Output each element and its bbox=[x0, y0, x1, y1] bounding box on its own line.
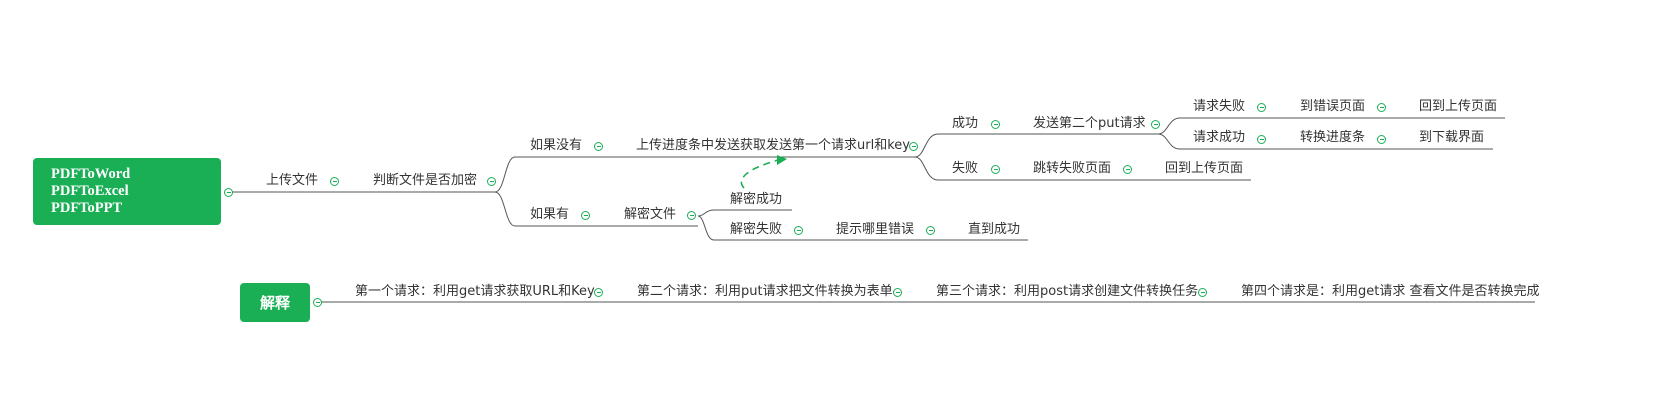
collapse-explain-3-icon[interactable] bbox=[1198, 288, 1207, 297]
node-fail[interactable]: 失败 bbox=[952, 161, 979, 176]
node-decrypt-file[interactable]: 解密文件 bbox=[624, 207, 677, 222]
collapse-request-failed-icon[interactable] bbox=[1257, 103, 1266, 112]
explain-item-1[interactable]: 第一个请求：利用get请求获取URL和Key bbox=[355, 284, 595, 299]
collapse-if-yes-icon[interactable] bbox=[581, 211, 590, 220]
collapse-decrypt-failed-icon[interactable] bbox=[794, 226, 803, 235]
collapse-jump-fail-icon[interactable] bbox=[1123, 165, 1132, 174]
collapse-show-error-icon[interactable] bbox=[926, 226, 935, 235]
node-request-success[interactable]: 请求成功 bbox=[1193, 130, 1246, 145]
node-send-put[interactable]: 发送第二个put请求 bbox=[1033, 116, 1146, 131]
explain-item-2[interactable]: 第二个请求：利用put请求把文件转换为表单 bbox=[637, 284, 893, 299]
collapse-request-success-icon[interactable] bbox=[1257, 135, 1266, 144]
node-success[interactable]: 成功 bbox=[952, 116, 979, 131]
relation-arrowhead bbox=[777, 155, 787, 165]
collapse-explain-icon[interactable] bbox=[313, 298, 322, 307]
node-show-error[interactable]: 提示哪里错误 bbox=[836, 222, 915, 237]
root-line-3: PDFToPPT bbox=[51, 200, 123, 216]
node-check-encrypted[interactable]: 判断文件是否加密 bbox=[373, 173, 478, 188]
collapse-send-put-icon[interactable] bbox=[1151, 120, 1160, 129]
node-progress-send[interactable]: 上传进度条中发送获取发送第一个请求url和key bbox=[636, 138, 910, 153]
collapse-progress-icon[interactable] bbox=[909, 142, 918, 151]
node-convert-progress[interactable]: 转换进度条 bbox=[1300, 130, 1366, 145]
node-jump-fail-page[interactable]: 跳转失败页面 bbox=[1033, 161, 1112, 176]
explain-item-4[interactable]: 第四个请求是：利用get请求 查看文件是否转换完成 bbox=[1241, 284, 1540, 299]
node-to-download[interactable]: 到下载界面 bbox=[1419, 130, 1485, 145]
node-if-not[interactable]: 如果没有 bbox=[530, 138, 583, 153]
node-decrypt-success[interactable]: 解密成功 bbox=[730, 192, 783, 207]
collapse-fail-icon[interactable] bbox=[991, 165, 1000, 174]
explain-root-node[interactable]: 解释 bbox=[240, 283, 310, 322]
collapse-root-icon[interactable] bbox=[224, 188, 233, 197]
explain-item-3[interactable]: 第三个请求：利用post请求创建文件转换任务 bbox=[936, 284, 1199, 299]
node-back-upload-2[interactable]: 回到上传页面 bbox=[1165, 161, 1244, 176]
collapse-check-icon[interactable] bbox=[487, 177, 496, 186]
collapse-if-not-icon[interactable] bbox=[594, 142, 603, 151]
node-upload[interactable]: 上传文件 bbox=[266, 173, 319, 188]
collapse-error-page-icon[interactable] bbox=[1377, 103, 1386, 112]
node-request-failed[interactable]: 请求失败 bbox=[1193, 99, 1246, 114]
collapse-success-icon[interactable] bbox=[991, 120, 1000, 129]
node-decrypt-failed[interactable]: 解密失败 bbox=[730, 222, 783, 237]
collapse-decrypt-file-icon[interactable] bbox=[687, 211, 696, 220]
node-to-error-page[interactable]: 到错误页面 bbox=[1300, 99, 1366, 114]
node-until-success[interactable]: 直到成功 bbox=[968, 222, 1021, 237]
root-line-2: PDFToExcel bbox=[51, 183, 129, 199]
collapse-upload-icon[interactable] bbox=[330, 177, 339, 186]
collapse-convert-progress-icon[interactable] bbox=[1377, 135, 1386, 144]
node-if-yes[interactable]: 如果有 bbox=[530, 207, 570, 222]
node-back-upload-1[interactable]: 回到上传页面 bbox=[1419, 99, 1498, 114]
root-line-1: PDFToWord bbox=[51, 166, 131, 182]
collapse-explain-2-icon[interactable] bbox=[893, 288, 902, 297]
relation-arrow bbox=[740, 159, 779, 189]
collapse-explain-1-icon[interactable] bbox=[594, 288, 603, 297]
main-root-node[interactable]: PDFToWord PDFToExcel PDFToPPT bbox=[33, 158, 221, 225]
